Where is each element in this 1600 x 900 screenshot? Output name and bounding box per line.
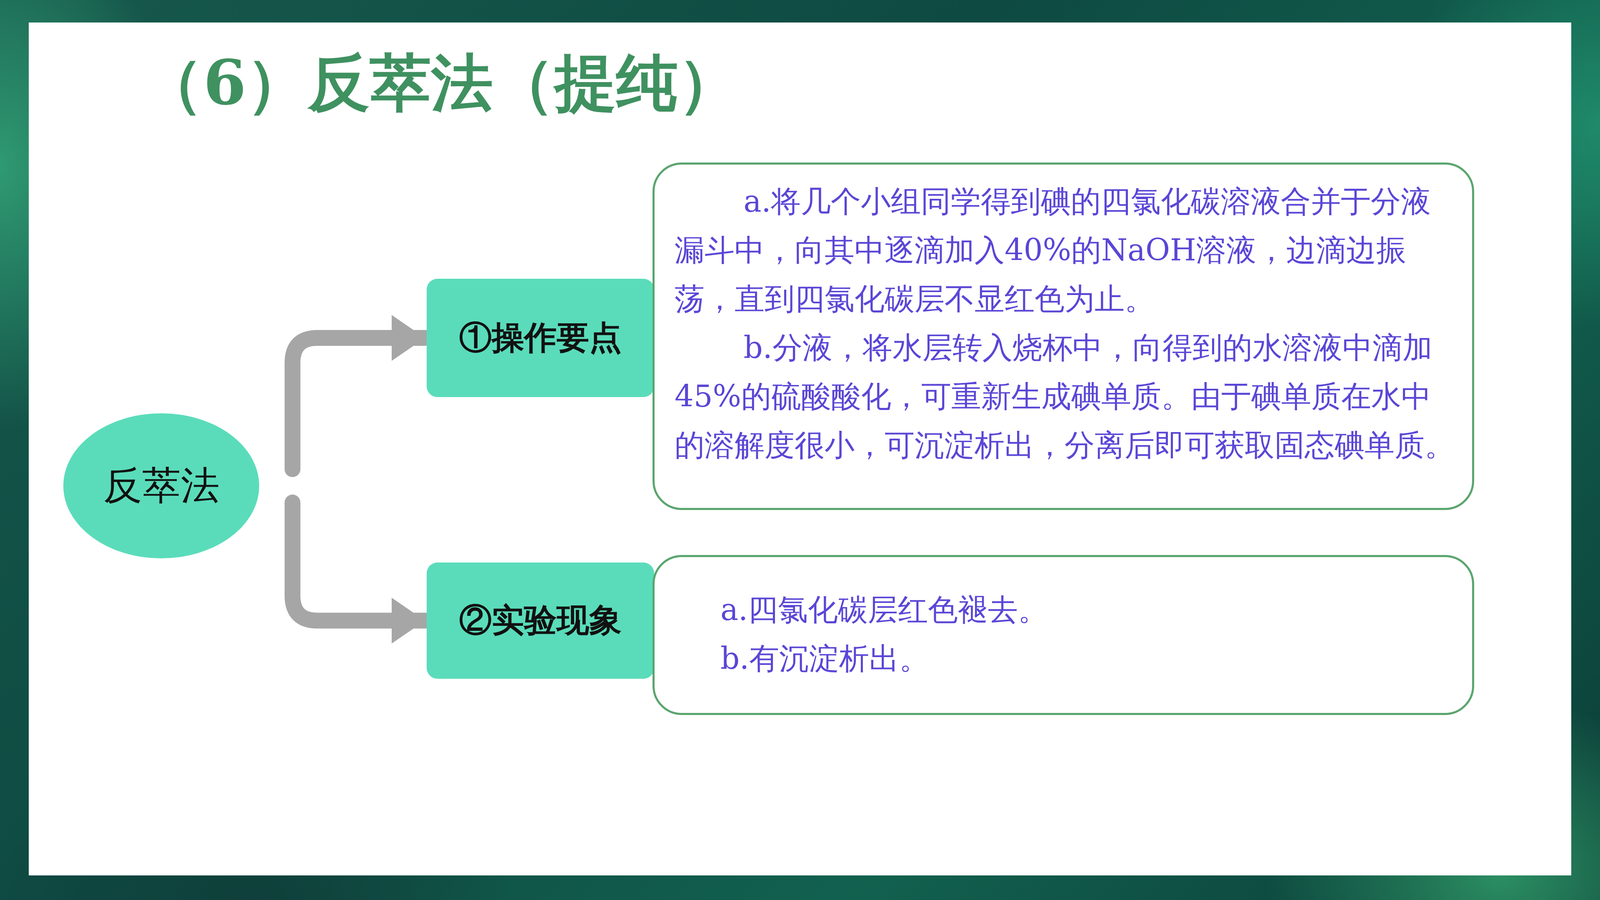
root-ellipse: 反萃法 (63, 413, 260, 559)
body-text: a.将几个小组同学得到碘的四氯化碳溶液合并于分液漏斗中，向其中逐滴加入40%的N… (674, 177, 1456, 324)
topic-box: ②实验现象 (426, 562, 655, 679)
topic-box: ①操作要点 (426, 278, 655, 398)
body-text: a.四氯化碳层红色褪去。 (720, 585, 1448, 635)
content-box: a.四氯化碳层红色褪去。b.有沉淀析出。 (652, 555, 1475, 715)
branch-arrow (292, 337, 425, 470)
body-text: b.分液，将水层转入烧杯中，向得到的水溶液中滴加45%的硫酸酸化，可重新生成碘单… (674, 323, 1456, 470)
node-label: 反萃法 (103, 459, 220, 513)
slide-title: （6）反萃法（提纯） (141, 45, 740, 120)
body-text: b.有沉淀析出。 (720, 634, 1448, 683)
content-box: a.将几个小组同学得到碘的四氯化碳溶液合并于分液漏斗中，向其中逐滴加入40%的N… (652, 162, 1475, 510)
branch-arrow (292, 502, 425, 621)
node-label: ②实验现象 (459, 598, 622, 643)
node-label: ①操作要点 (459, 316, 622, 360)
